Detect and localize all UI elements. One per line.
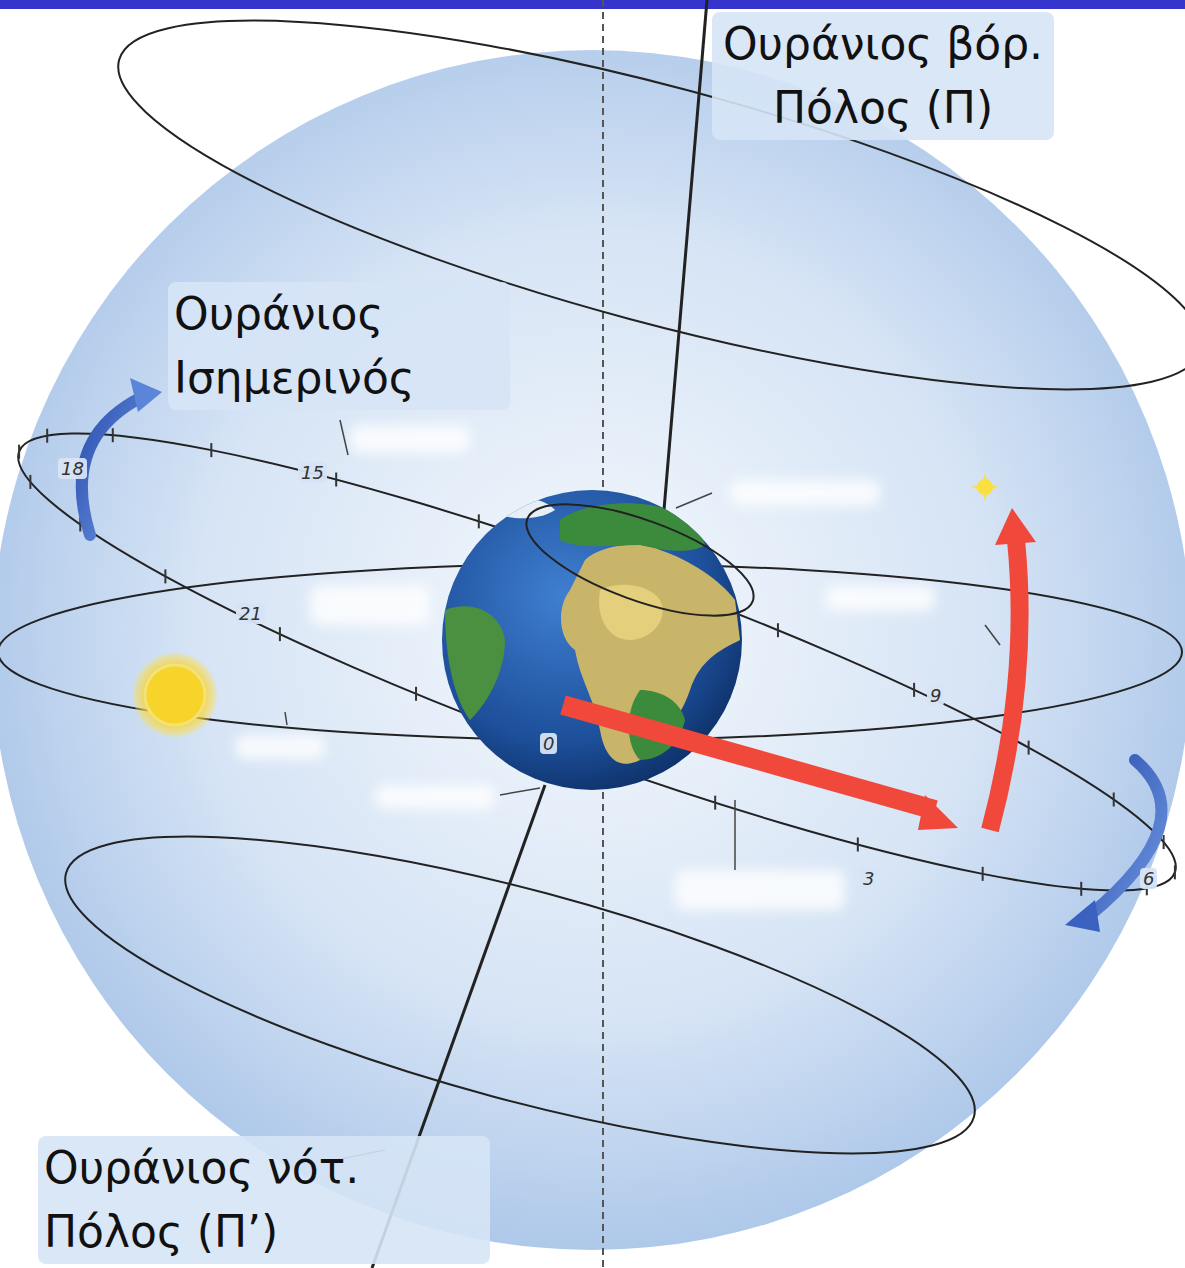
celestial-axis — [664, 0, 707, 510]
hour-number: 9 — [927, 685, 944, 706]
sun — [145, 665, 205, 725]
hour-number: 3 — [860, 868, 877, 889]
hour-tick — [1028, 741, 1030, 755]
star — [971, 473, 999, 501]
sun-motion-arrows — [563, 508, 1036, 830]
hour-number: 18 — [58, 458, 87, 479]
hour-tick — [29, 475, 31, 489]
hour-tick — [1174, 865, 1176, 879]
hour-tick — [478, 514, 480, 528]
hour-number: 15 — [298, 462, 327, 483]
hour-number: 21 — [236, 603, 265, 624]
hour-ticks — [19, 428, 1175, 896]
hour-number: 0 — [540, 733, 557, 754]
sun — [133, 653, 217, 737]
hour-tick — [714, 796, 716, 810]
pole-label: Ουράνιος βόρ. Πόλος (Π) — [712, 12, 1054, 140]
leader-lines — [285, 420, 1000, 1162]
hour-tick — [857, 837, 859, 851]
hour-number: 6 — [1140, 868, 1157, 889]
sky-circles — [0, 0, 1185, 1218]
pole-label: Ουράνιος νότ. Πόλος (Π’) — [38, 1136, 490, 1264]
hour-tick — [335, 473, 337, 487]
rotation-arrows — [82, 378, 1162, 932]
hour-tick — [1163, 835, 1165, 849]
celestial-sphere — [0, 50, 1185, 1250]
hour-tick — [46, 429, 48, 443]
hour-tick — [279, 627, 281, 641]
hour-tick — [164, 569, 166, 583]
hour-tick — [777, 623, 779, 637]
hour-tick — [1113, 793, 1115, 807]
hour-tick — [982, 867, 984, 881]
hour-tick — [913, 683, 915, 697]
header-bar — [0, 0, 1185, 9]
hour-tick — [210, 443, 212, 457]
hour-tick — [1080, 882, 1082, 896]
hour-tick — [18, 445, 20, 459]
equator-label: Ουράνιος Ισημερινός — [168, 282, 510, 410]
hour-tick — [112, 428, 114, 442]
hour-tick — [415, 687, 417, 701]
